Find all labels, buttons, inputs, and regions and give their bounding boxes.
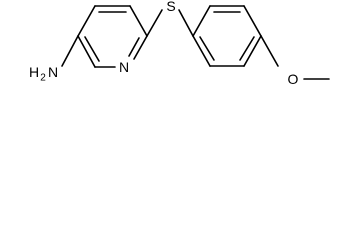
double-bond-inner-3 xyxy=(84,36,100,62)
methoxyphenyl-ring xyxy=(192,5,262,67)
bond-ar-6 xyxy=(192,35,211,67)
double-bond-inner-2 xyxy=(128,37,140,57)
bond-c-c-2 xyxy=(129,5,148,37)
bond-c-c-3 xyxy=(77,35,96,68)
bond-sulfur-phenyl xyxy=(178,9,194,37)
bond-phenyl-oxygen xyxy=(260,35,279,67)
bond-c-c-4 xyxy=(77,5,96,37)
amine-hydrogen-count-label: 2 xyxy=(40,73,46,84)
pyridine-nitrogen-label: N xyxy=(119,59,129,75)
bond-c-n-1 xyxy=(133,35,148,60)
bond-amine xyxy=(61,35,79,67)
chemical-structure: H 2 N N S O xyxy=(29,0,330,87)
double-bond-ar-3 xyxy=(199,36,215,61)
amine-hydrogen-label: H xyxy=(29,64,39,80)
pyridine-ring xyxy=(77,5,148,68)
bond-ar-1 xyxy=(192,5,211,37)
sulfur-label: S xyxy=(166,0,175,14)
bond-ar-4 xyxy=(243,35,262,67)
oxygen-label: O xyxy=(288,71,299,87)
bond-ring-sulfur xyxy=(146,9,163,37)
amine-nitrogen-label: N xyxy=(48,64,58,80)
double-bond-ar-2 xyxy=(239,36,255,61)
bond-ar-3 xyxy=(243,5,262,37)
